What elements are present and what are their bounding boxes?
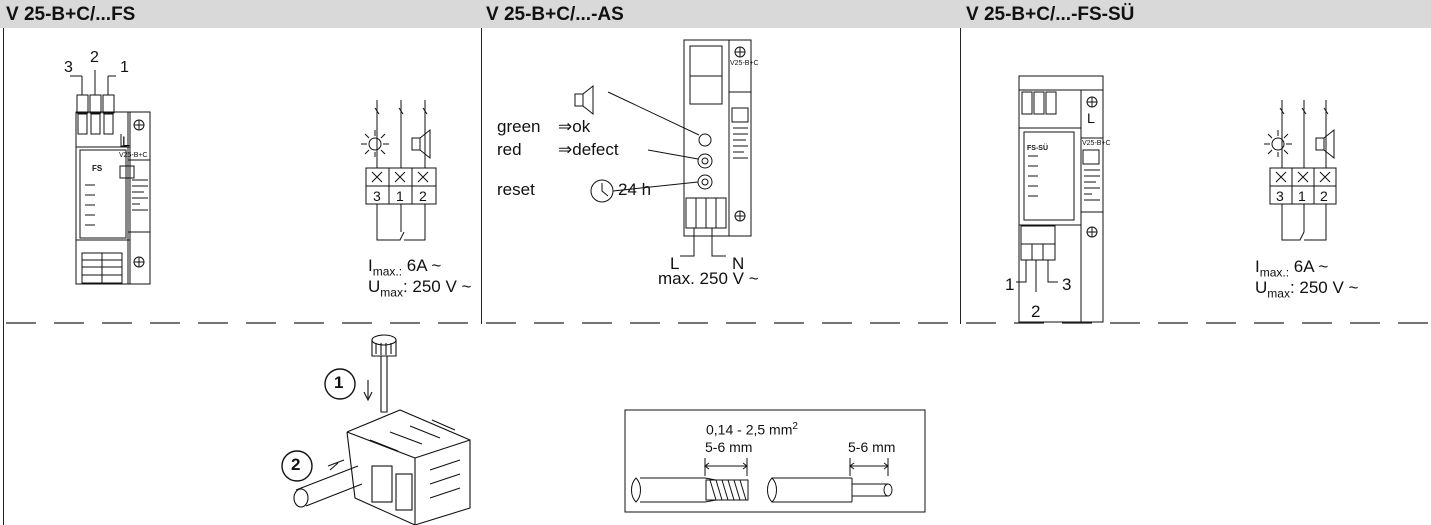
title-as: V 25-B+C/...-AS	[486, 4, 624, 25]
fssu-device	[1016, 75, 1104, 323]
fs-terminal-2: 2	[90, 49, 99, 66]
left-border	[3, 28, 4, 525]
fs-schematic	[361, 100, 437, 241]
fssu-block-terminal-a: 3	[1276, 188, 1284, 204]
fssu-imax: Imax.: 6A ~	[1255, 257, 1329, 280]
header-band: V 25-B+C/...FS V 25-B+C/...-AS V 25-B+C/…	[0, 0, 1431, 28]
as-green-state: ⇒ok	[558, 117, 591, 136]
fssu-terminal-1: 1	[1005, 275, 1015, 294]
fssu-umax: Umax: 250 V ~	[1255, 278, 1359, 301]
as-max-voltage: max. 250 V ~	[658, 269, 759, 288]
divider-2	[960, 28, 961, 324]
fs-terminal-1: 1	[120, 59, 129, 76]
fssu-l-mark: L	[1087, 110, 1095, 126]
as-model-label: V25-B+C	[730, 60, 759, 67]
install-step-2: 2	[291, 455, 301, 474]
divider-1	[481, 28, 482, 324]
wire-prep	[624, 409, 926, 513]
as-green-label: green	[497, 117, 541, 136]
fssu-schematic	[1264, 100, 1337, 241]
install-step-circles	[281, 368, 356, 482]
fs-device	[70, 70, 151, 285]
fssu-terminal-3: 3	[1062, 275, 1072, 294]
title-fssu: V 25-B+C/...-FS-SÜ	[966, 4, 1135, 25]
fssu-terminal-2: 2	[1031, 302, 1041, 321]
as-leaders	[574, 84, 700, 203]
fs-umax: Umax: 250 V ~	[368, 277, 472, 300]
fs-block-terminal-c: 2	[419, 188, 427, 204]
fssu-block-terminal-b: 1	[1298, 188, 1306, 204]
fs-block-terminal-a: 3	[373, 188, 381, 204]
fs-block-terminal-b: 1	[396, 188, 404, 204]
title-fs: V 25-B+C/...FS	[6, 4, 136, 25]
as-reset-label: reset	[497, 180, 535, 199]
fs-model-label: V25-B+C	[119, 152, 148, 159]
wire-strip-right: 5-6 mm	[848, 439, 896, 455]
as-n-label: N	[732, 254, 745, 273]
as-l-label: L	[670, 254, 680, 273]
fssu-block-terminal-c: 2	[1320, 188, 1328, 204]
fssu-model-label: V25-B+C	[1082, 140, 1111, 147]
as-reset-time: 24 h	[618, 180, 652, 199]
fssu-device-label: FS-SÜ	[1027, 145, 1048, 152]
fs-imax: Imax.: 6A ~	[368, 256, 442, 279]
as-red-state: ⇒defect	[558, 140, 619, 159]
fs-terminal-3: 3	[64, 59, 73, 76]
wire-cross-section: 0,14 - 2,5 mm2	[706, 421, 798, 438]
as-red-label: red	[497, 140, 522, 159]
fs-device-label: FS	[92, 164, 103, 173]
as-device	[680, 39, 752, 257]
install-drawing	[293, 334, 471, 525]
wire-strip-left: 5-6 mm	[705, 439, 753, 455]
fs-l-mark: L	[122, 133, 130, 149]
install-step-1: 1	[334, 373, 344, 392]
